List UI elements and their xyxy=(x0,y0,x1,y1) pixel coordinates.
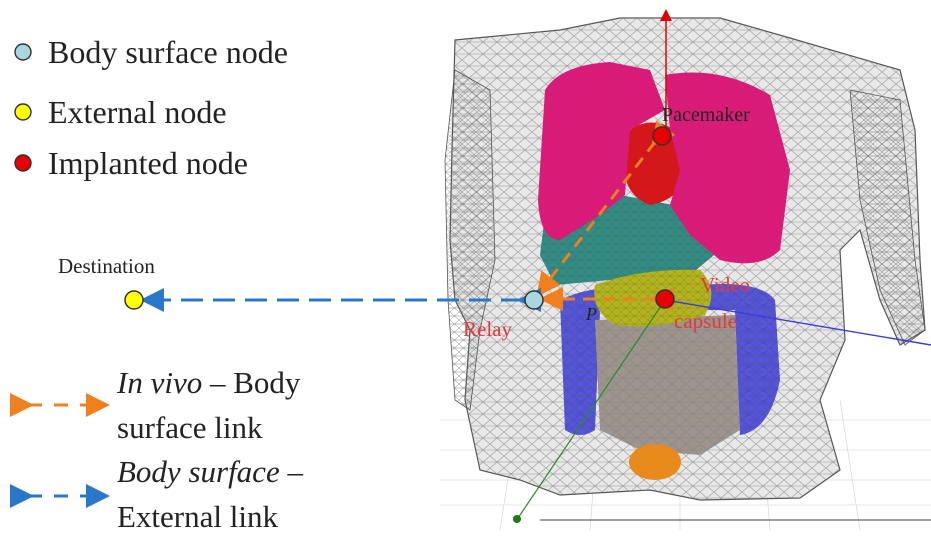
legend-external-label: External node xyxy=(48,94,227,130)
capsule-node xyxy=(655,289,675,309)
legend-body-surface-line2: External link xyxy=(117,499,278,534)
pacemaker-node xyxy=(652,126,672,146)
bladder xyxy=(629,444,681,480)
legend-body-surface-marker xyxy=(14,43,32,61)
relay-node xyxy=(524,290,544,310)
destination-node xyxy=(124,290,144,310)
capsule-label-1: Video xyxy=(700,273,750,297)
legend-in-vivo-line1: In vivo – Body xyxy=(116,365,301,400)
legend-body-surface-rest: – xyxy=(280,454,304,489)
legend: Body surface node External node Implante… xyxy=(14,34,288,181)
legend-implanted-marker xyxy=(14,154,32,172)
axes xyxy=(513,9,931,523)
legend-external-marker xyxy=(14,103,32,121)
legend-in-vivo-italic: In vivo xyxy=(116,365,202,400)
capsule-label-2: capsule xyxy=(674,309,737,333)
destination-label: Destination xyxy=(58,254,155,278)
legend-in-vivo-rest: – Body xyxy=(202,365,301,400)
legend-body-surface-italic: Body surface xyxy=(117,454,280,489)
link-legend: In vivo – Body surface link Body surface… xyxy=(10,365,303,534)
pacemaker-label: Pacemaker xyxy=(662,104,750,126)
legend-in-vivo-line2: surface link xyxy=(117,410,263,445)
nodes xyxy=(124,126,675,310)
in-vivo-link-pacemaker xyxy=(536,120,676,297)
links xyxy=(140,120,676,312)
legend-body-surface-line1: Body surface – xyxy=(117,454,303,489)
relay-label: Relay xyxy=(463,317,512,341)
p-label: P xyxy=(585,304,597,324)
legend-implanted-label: Implanted node xyxy=(48,145,248,181)
legend-body-surface-label: Body surface node xyxy=(48,34,288,70)
